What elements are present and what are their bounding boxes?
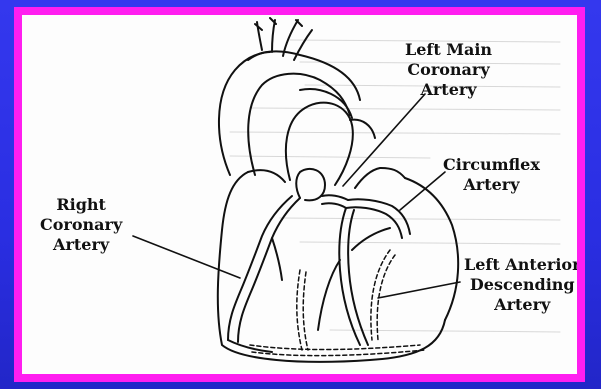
- label-circumflex-artery: Circumflex Artery: [443, 155, 540, 195]
- diagram-panel: Left Main Coronary Artery Circumflex Art…: [22, 15, 577, 374]
- lad-leader: [378, 282, 460, 298]
- right-coronary-artery: [228, 196, 300, 352]
- left-main-leader: [343, 94, 425, 186]
- label-left-anterior-descending-artery: Left Anterior Descending Artery: [464, 255, 577, 315]
- right-coronary-leader: [133, 236, 240, 278]
- label-left-main-coronary-artery: Left Main Coronary Artery: [405, 40, 492, 100]
- left-coronary-arteries: [318, 195, 410, 345]
- leader-lines: [133, 94, 460, 298]
- label-right-coronary-artery: Right Coronary Artery: [40, 195, 122, 255]
